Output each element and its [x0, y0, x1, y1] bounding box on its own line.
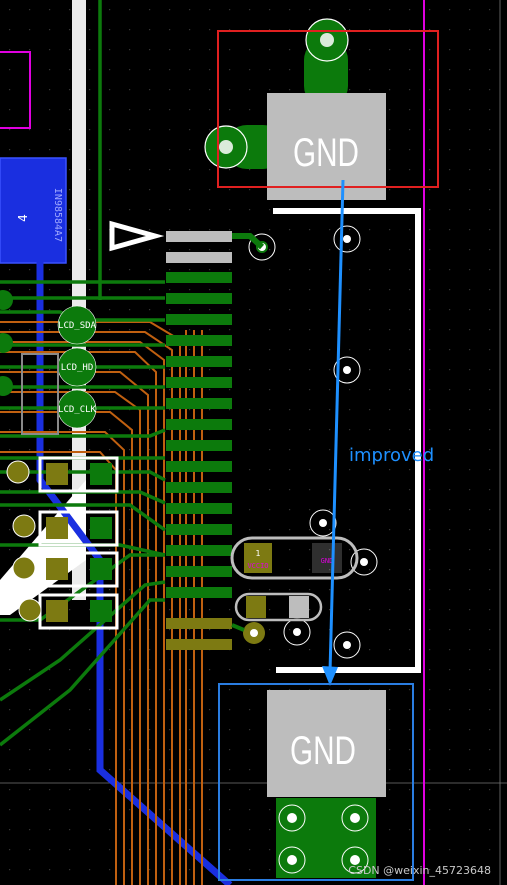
- bottom-gnd-pad[interactable]: [267, 690, 386, 797]
- watermark: CSDN @weixin_45723648: [348, 864, 491, 877]
- board-outline-left: [0, 51, 31, 129]
- top-gnd-pad-group[interactable]: GND: [204, 18, 386, 200]
- copper-pour-left: [72, 0, 86, 600]
- refdes-mirrored: IN98584A7: [52, 188, 63, 242]
- cap-left-net: VCCIO: [247, 562, 268, 570]
- svg-text:LCD_HD: LCD_HD: [61, 363, 94, 373]
- red-highlight-box: [217, 30, 439, 188]
- cap-right-net: GND: [321, 557, 334, 565]
- capacitor-footprint[interactable]: 1 VCCIO GND: [230, 536, 359, 580]
- smd-component-row-2[interactable]: [12, 510, 119, 547]
- silkscreen-bracket: [273, 208, 421, 673]
- annotation-arrow-head: [322, 666, 338, 686]
- svg-text:LCD_SDA: LCD_SDA: [58, 321, 97, 331]
- annotation-arrow-line: [328, 179, 345, 673]
- cap-pin-number: 1: [255, 549, 260, 558]
- net-label-lcd-clk[interactable]: LCD_CLK: [57, 389, 97, 429]
- top-gnd-label: GND: [293, 131, 359, 175]
- bottom-gnd-label: GND: [290, 729, 356, 773]
- component-pin-number: 4: [16, 214, 30, 222]
- fpc-connector-pads[interactable]: [166, 231, 232, 650]
- pin1-triangle-marker: [109, 220, 165, 252]
- green-trace-to-via: [232, 233, 265, 250]
- smd-component-row-3[interactable]: [12, 551, 119, 588]
- top-gnd-pad[interactable]: [267, 93, 386, 200]
- blue-highlight-box: [218, 683, 414, 881]
- smd-component-row-1[interactable]: [6, 456, 119, 493]
- blue-copper-region: [0, 158, 66, 263]
- bottom-gnd-pad-group[interactable]: GND: [267, 690, 386, 878]
- blue-copper-outline: [0, 157, 67, 264]
- silkscreen-gray-box: [21, 353, 59, 435]
- svg-text:LCD_CLK: LCD_CLK: [58, 405, 97, 415]
- annotation-text: improved: [349, 445, 434, 466]
- edge-vias-left: [0, 290, 13, 396]
- smd-component-row-4[interactable]: [18, 593, 119, 630]
- gnd-vias[interactable]: [248, 225, 378, 659]
- net-label-lcd-hd[interactable]: LCD_HD: [57, 347, 97, 387]
- net-label-lcd-sda[interactable]: LCD_SDA: [57, 305, 97, 345]
- resistor-footprint[interactable]: [231, 592, 323, 644]
